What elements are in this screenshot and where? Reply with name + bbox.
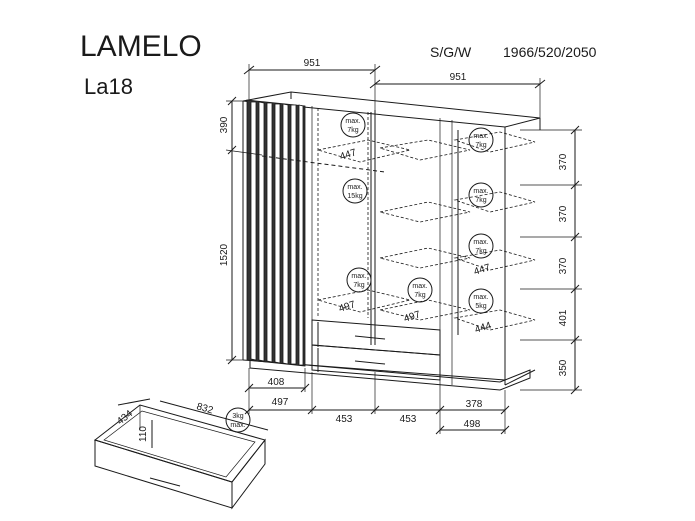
svg-text:15kg: 15kg [347, 193, 362, 200]
bottom-dim-453-left: 453 [336, 414, 353, 425]
middle-drawers [311, 319, 441, 381]
slatted-door [246, 99, 306, 367]
load-badge-8: max. 5kg [468, 288, 494, 314]
right-dimension-lines [520, 125, 582, 395]
model-code: La18 [84, 74, 133, 99]
load-badge-1: max. 7kg [340, 112, 366, 138]
svg-text:max.: max. [473, 188, 488, 195]
wardrobe-body [242, 91, 541, 391]
bottom-dim-378: 378 [466, 399, 483, 410]
right-height-4: 401 [558, 309, 569, 326]
load-badge-7: max. 7kg [468, 233, 494, 259]
right-height-1: 370 [558, 153, 569, 170]
bottom-dim-453-right: 453 [400, 414, 417, 425]
bottom-dim-498: 498 [464, 419, 481, 430]
svg-text:max.: max. [473, 239, 488, 246]
top-width-right: 951 [450, 72, 467, 83]
brand-title: LAMELO [80, 30, 202, 63]
drawer-height-label: 110 [138, 426, 149, 442]
svg-text:max.: max. [473, 294, 488, 301]
svg-text:7kg: 7kg [353, 282, 364, 289]
top-width-left: 951 [304, 58, 321, 69]
load-badge-6: max. 7kg [468, 182, 494, 208]
top-dimension-lines [243, 64, 546, 118]
svg-text:7kg: 7kg [414, 292, 425, 299]
left-height-top: 390 [219, 116, 230, 133]
bottom-dim-497: 497 [272, 397, 289, 408]
right-height-3: 370 [558, 257, 569, 274]
svg-text:3kg: 3kg [232, 413, 243, 420]
load-badge-3: max. 7kg [346, 267, 372, 293]
drawer-detail [93, 398, 269, 510]
left-dimension-lines [225, 96, 263, 365]
svg-text:max.: max. [230, 422, 245, 429]
dimension-values: 1966/520/2050 [503, 44, 597, 60]
depth-label-5: 444 [474, 320, 494, 336]
svg-text:max.: max. [351, 273, 366, 280]
svg-text:max.: max. [345, 118, 360, 125]
depth-label-4: 497 [403, 309, 423, 325]
svg-text:max.: max. [473, 133, 488, 140]
right-height-2: 370 [558, 205, 569, 222]
left-height-main: 1520 [219, 243, 230, 266]
load-badge-2: max. 15kg [342, 178, 368, 204]
depth-label-2: 447 [473, 262, 493, 278]
right-shelves [379, 130, 536, 335]
right-height-5: 350 [558, 359, 569, 376]
drawer-width-label: 832 [195, 401, 214, 416]
load-badge-4: max. 7kg [407, 277, 433, 303]
load-badge-5: max. 7kg [468, 127, 494, 153]
depth-label-1: 447 [339, 147, 359, 163]
svg-text:7kg: 7kg [475, 197, 486, 204]
left-compartment [261, 108, 411, 318]
svg-text:max.: max. [347, 184, 362, 191]
svg-text:7kg: 7kg [347, 127, 358, 134]
svg-text:5kg: 5kg [475, 303, 486, 310]
svg-text:7kg: 7kg [475, 248, 486, 255]
bottom-dimension-lines [244, 368, 510, 435]
svg-text:max.: max. [412, 283, 427, 290]
bottom-dim-408: 408 [268, 377, 285, 388]
svg-text:7kg: 7kg [475, 142, 486, 149]
depth-label-3: 497 [338, 299, 358, 315]
dimension-label: S/G/W [430, 44, 472, 60]
drawer-load-badge: 3kg max. [225, 407, 251, 433]
